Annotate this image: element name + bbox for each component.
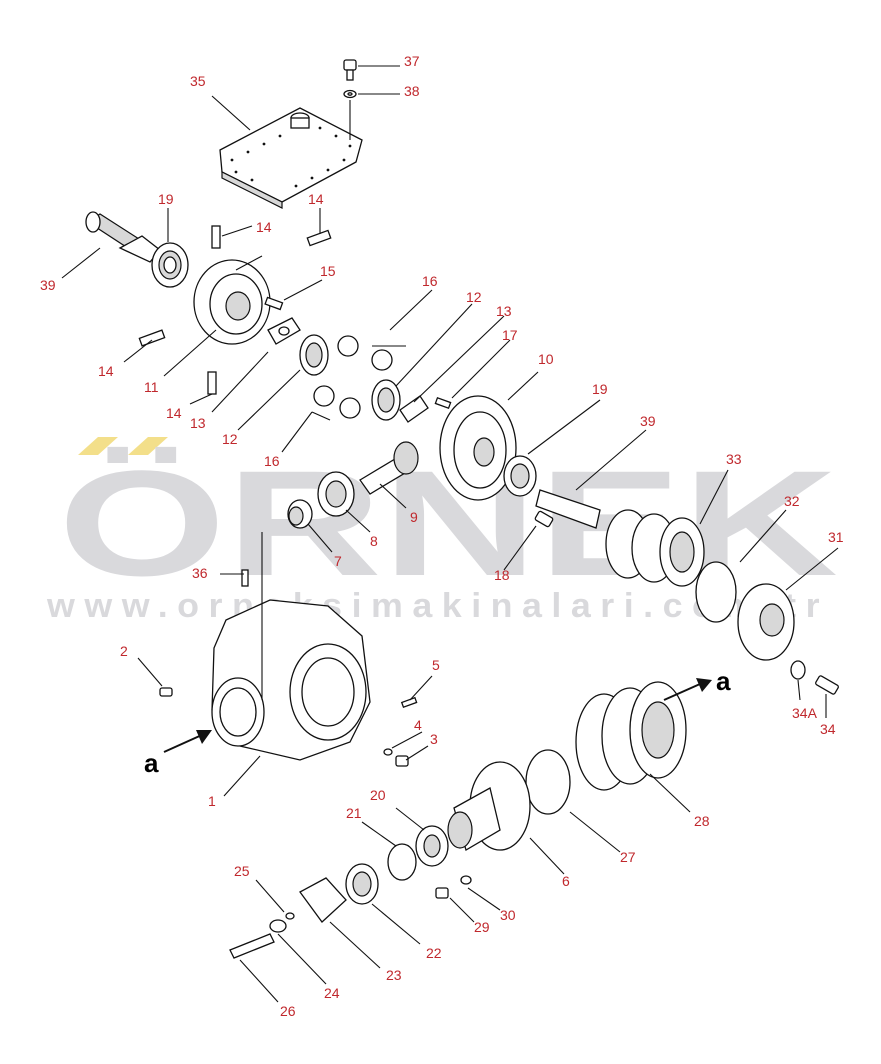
bearing-21 <box>387 843 417 881</box>
callout-30: 30 <box>500 907 516 923</box>
shaft-upper <box>85 211 161 263</box>
washer-30 <box>460 875 472 885</box>
washer-4 <box>383 748 393 756</box>
direction-arrow-left: a <box>144 730 212 778</box>
hub <box>447 761 531 851</box>
callout-11: 11 <box>144 379 159 395</box>
callout-14: 14 <box>256 219 272 235</box>
watermark-umlaut-right <box>128 437 168 455</box>
callout-9: 9 <box>410 509 418 525</box>
callout-20: 20 <box>370 787 386 803</box>
bearing-upper <box>151 242 189 288</box>
callout-12: 12 <box>222 431 238 447</box>
callout-36: 36 <box>192 565 208 581</box>
direction-arrow-right: a <box>663 666 731 701</box>
cover-bolt <box>343 59 357 99</box>
pin <box>434 396 452 410</box>
callout-4: 4 <box>414 717 422 733</box>
ring-gear-bolt <box>534 510 554 528</box>
o-ring-27 <box>525 749 571 815</box>
callout-34a: 34A <box>792 705 818 721</box>
parts-drawing <box>85 59 839 959</box>
callout-27: 27 <box>620 849 636 865</box>
callout-6: 6 <box>562 873 570 889</box>
callout-29: 29 <box>474 919 490 935</box>
callout-numbers: 37 38 35 19 14 14 39 15 16 12 13 17 10 1… <box>40 53 844 1019</box>
callout-15: 15 <box>320 263 336 279</box>
callout-12: 12 <box>466 289 482 305</box>
thrust-washer-right <box>399 395 429 423</box>
callout-28: 28 <box>694 813 710 829</box>
callout-5: 5 <box>432 657 440 673</box>
bolt-26 <box>229 933 275 959</box>
side-gear-left <box>299 334 329 376</box>
arrow-label-a-right: a <box>716 666 731 696</box>
pinion-seal <box>287 499 313 529</box>
arrow-label-a-left: a <box>144 748 159 778</box>
callout-18: 18 <box>494 567 510 583</box>
callout-35: 35 <box>190 73 206 89</box>
callout-22: 22 <box>426 945 442 961</box>
callout-26: 26 <box>280 1003 296 1019</box>
callout-39: 39 <box>640 413 656 429</box>
pinion-shaft <box>359 441 419 495</box>
callout-19: 19 <box>592 381 608 397</box>
shaft-lower <box>535 489 601 529</box>
callout-32: 32 <box>784 493 800 509</box>
callout-24: 24 <box>324 985 340 1001</box>
callout-21: 21 <box>346 805 362 821</box>
callout-19: 19 <box>158 191 174 207</box>
washer-34a <box>790 660 806 680</box>
o-ring-25 <box>285 912 295 920</box>
callout-23: 23 <box>386 967 402 983</box>
callout-3: 3 <box>430 731 438 747</box>
callout-39: 39 <box>40 277 56 293</box>
callout-14: 14 <box>98 363 114 379</box>
callout-8: 8 <box>370 533 378 549</box>
pin-36 <box>241 569 249 587</box>
pinion-gears <box>313 335 393 419</box>
plug-2 <box>159 687 173 697</box>
pinion-bearing <box>317 471 355 517</box>
callout-14: 14 <box>308 191 324 207</box>
callout-33: 33 <box>726 451 742 467</box>
brake-plates-lower <box>575 681 687 791</box>
callout-34: 34 <box>820 721 836 737</box>
callout-13: 13 <box>190 415 206 431</box>
washer-24 <box>269 919 287 933</box>
pin-5 <box>400 696 418 709</box>
o-ring <box>695 561 737 623</box>
callout-1: 1 <box>208 793 216 809</box>
axle-housing <box>211 599 371 761</box>
bolt-29 <box>435 887 449 899</box>
cover-plate <box>219 107 363 209</box>
callout-13: 13 <box>496 303 512 319</box>
ring-gear <box>439 395 517 501</box>
callout-16: 16 <box>264 453 280 469</box>
callout-14: 14 <box>166 405 182 421</box>
callout-31: 31 <box>828 529 844 545</box>
callout-2: 2 <box>120 643 128 659</box>
flange-yoke <box>299 877 347 923</box>
watermark-url: www.orneksimakinalari.com.tr <box>46 587 829 625</box>
brake-piston <box>737 583 795 661</box>
bearing-lower <box>503 455 537 497</box>
callout-7: 7 <box>334 553 342 569</box>
callout-38: 38 <box>404 83 420 99</box>
side-gear-right <box>371 379 401 421</box>
plug-3 <box>395 755 409 767</box>
callout-37: 37 <box>404 53 420 69</box>
callout-16: 16 <box>422 273 438 289</box>
watermark-umlaut-left <box>78 437 118 455</box>
brake-discs <box>605 509 705 587</box>
differential-case <box>138 225 332 395</box>
leader-lines <box>61 65 839 1003</box>
callout-10: 10 <box>538 351 554 367</box>
callout-25: 25 <box>234 863 250 879</box>
bolt-34 <box>815 675 839 695</box>
callout-17: 17 <box>502 327 518 343</box>
